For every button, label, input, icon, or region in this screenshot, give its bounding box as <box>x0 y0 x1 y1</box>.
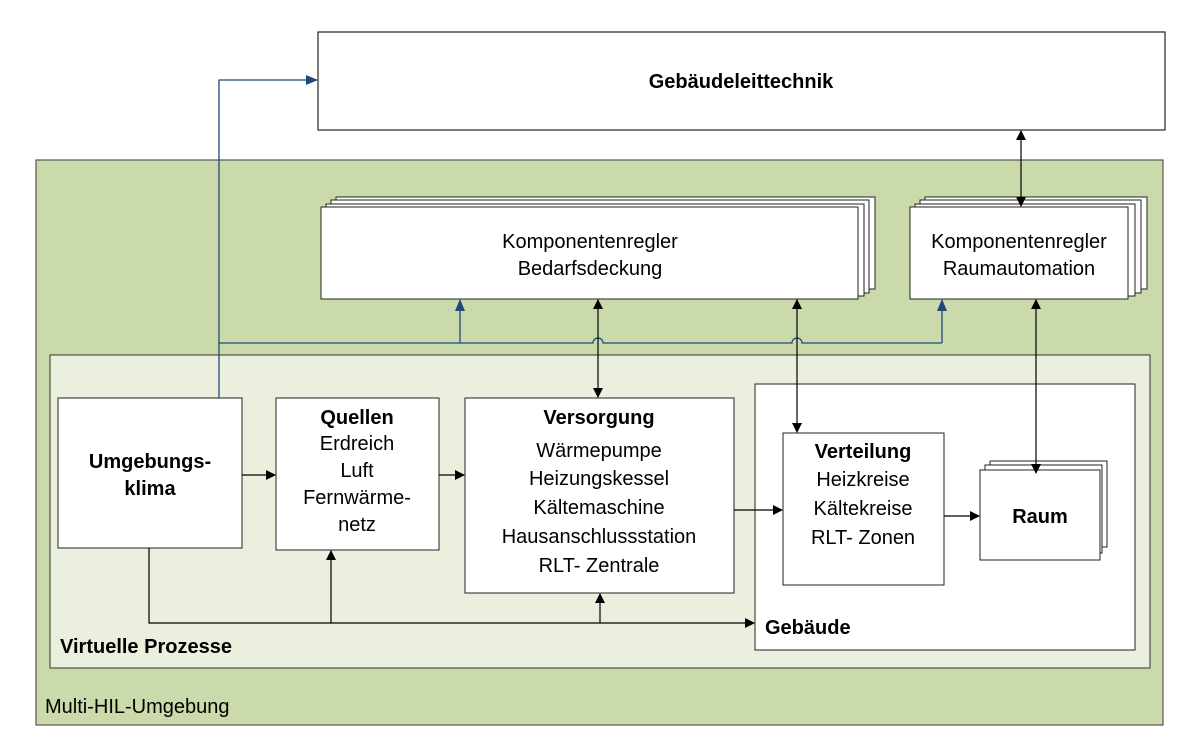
environment-label: Multi-HIL-Umgebung <box>45 696 230 718</box>
distribution-item: Heizkreise <box>816 469 909 491</box>
arrow-climate-to-management <box>218 75 318 398</box>
supply-item: Hausanschlussstation <box>502 526 697 548</box>
distribution-title: Verteilung <box>815 441 912 463</box>
controller-room-stack: Komponentenregler Raumautomation <box>909 196 1148 300</box>
sources-item: Luft <box>340 460 374 482</box>
sources-item: Fernwärme- <box>303 487 411 509</box>
distribution-box: Verteilung Heizkreise Kältekreise RLT- Z… <box>782 432 945 586</box>
supply-item: Heizungskessel <box>529 468 669 490</box>
sources-item: netz <box>338 514 376 536</box>
flow-arrows <box>148 130 1041 628</box>
climate-line1: Umgebungs- <box>89 451 211 473</box>
climate-box: Umgebungs- klima <box>57 397 243 549</box>
distribution-item: RLT- Zonen <box>811 527 915 549</box>
controller-room-line2: Raumautomation <box>943 258 1095 280</box>
virtual-processes-label: Virtuelle Prozesse <box>60 636 232 658</box>
sources-box: Quellen Erdreich Luft Fernwärme- netz <box>275 397 440 551</box>
sources-item: Erdreich <box>320 433 394 455</box>
controller-room-line1: Komponentenregler <box>931 231 1107 253</box>
controller-demand-line2: Bedarfsdeckung <box>518 258 663 280</box>
building-management-title: Gebäudeleittechnik <box>649 71 834 93</box>
building-management-box: Gebäudeleittechnik <box>317 31 1166 131</box>
supply-item: Kältemaschine <box>533 497 664 519</box>
distribution-item: Kältekreise <box>814 498 913 520</box>
controller-demand-stack: Komponentenregler Bedarfsdeckung <box>320 196 876 300</box>
supply-box: Versorgung Wärmepumpe Heizungskessel Käl… <box>464 397 735 594</box>
supply-item: RLT- Zentrale <box>539 555 660 577</box>
climate-line2: klima <box>124 478 176 500</box>
building-label: Gebäude <box>765 617 851 639</box>
supply-title: Versorgung <box>543 407 654 429</box>
room-title: Raum <box>1012 506 1068 528</box>
room-stack: Raum <box>979 460 1108 561</box>
sources-title: Quellen <box>320 407 393 429</box>
controller-demand-line1: Komponentenregler <box>502 231 678 253</box>
arrow-climate-building <box>148 548 755 628</box>
supply-item: Wärmepumpe <box>536 440 662 462</box>
